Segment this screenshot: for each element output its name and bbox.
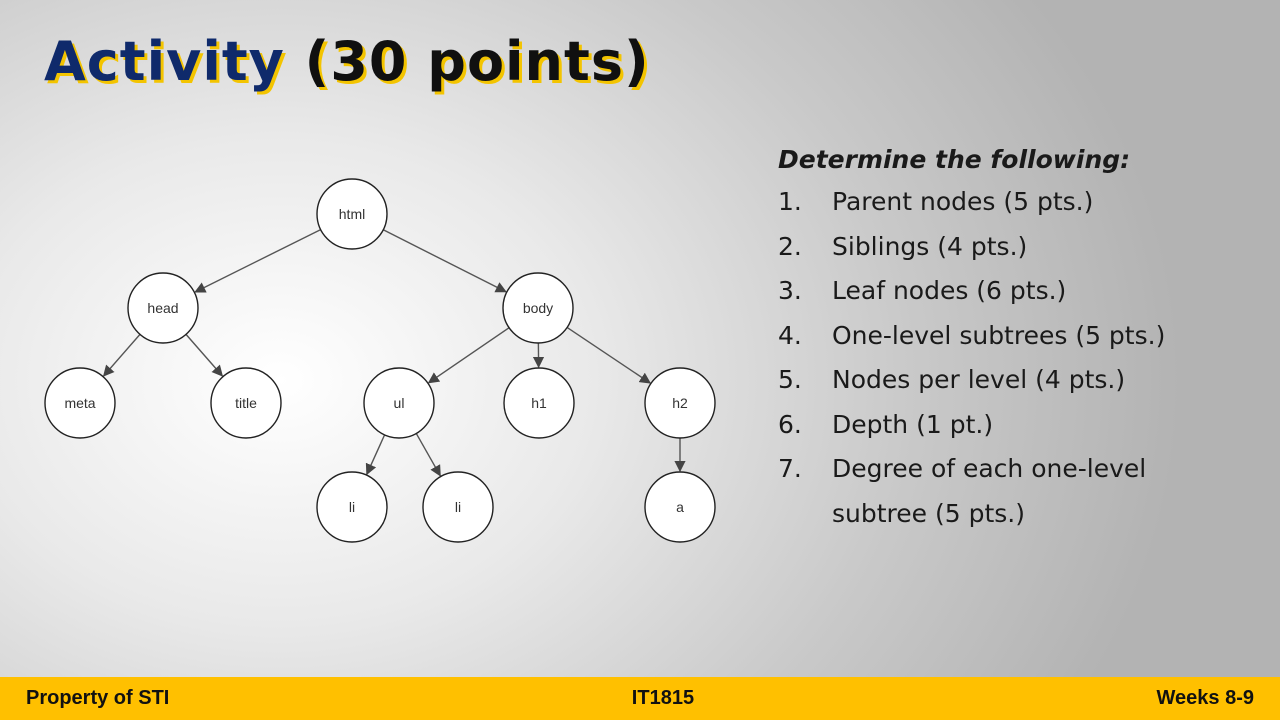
edges-layer bbox=[102, 228, 686, 477]
task-text: One-level subtrees (5 pts.) bbox=[832, 320, 1166, 350]
edge-body-h2 bbox=[566, 326, 652, 384]
tree-node-ul: ul bbox=[363, 367, 435, 439]
tree-node-body: body bbox=[502, 272, 574, 344]
footer-right: Weeks 8-9 bbox=[1156, 687, 1254, 709]
task-text: Siblings (4 pts.) bbox=[832, 231, 1028, 261]
edge-html-body bbox=[382, 229, 507, 293]
edge-head-title bbox=[185, 333, 224, 377]
task-item-6: 6. Depth (1 pt.) bbox=[778, 403, 1258, 448]
tree-node-li1: li bbox=[316, 471, 388, 543]
instructions-panel: Determine the following: 1. Parent nodes … bbox=[778, 145, 1258, 536]
edge-head-meta bbox=[102, 333, 141, 377]
node-label: a bbox=[676, 499, 684, 515]
task-number: 6. bbox=[778, 409, 802, 439]
node-circle bbox=[644, 471, 716, 543]
tree-diagram: html head body meta title ul h1 h2 li li a bbox=[40, 170, 730, 550]
tree-svg: html head body meta title ul h1 h2 li li a bbox=[44, 178, 716, 543]
node-label: h1 bbox=[531, 395, 547, 411]
tree-node-head: head bbox=[127, 272, 199, 344]
task-number: 4. bbox=[778, 320, 802, 350]
node-label: li bbox=[349, 499, 355, 515]
title-main: Activity bbox=[44, 30, 285, 93]
footer-center: IT1815 bbox=[631, 687, 695, 709]
edge-html-head bbox=[194, 228, 321, 293]
tree-node-h1: h1 bbox=[503, 367, 575, 439]
footer-bar: Property of STI IT1815 Weeks 8-9 bbox=[0, 677, 1280, 720]
node-circle bbox=[363, 367, 435, 439]
task-text: Parent nodes (5 pts.) bbox=[832, 187, 1094, 216]
task-text: Nodes per level (4 pts.) bbox=[832, 365, 1126, 394]
node-label: h2 bbox=[672, 395, 688, 411]
node-label: head bbox=[147, 300, 178, 316]
edge-ul-li1 bbox=[365, 434, 386, 476]
task-number: 2. bbox=[778, 231, 802, 261]
title-points: (30 points) bbox=[304, 30, 650, 93]
node-label: li bbox=[455, 499, 461, 515]
node-circle bbox=[502, 272, 574, 344]
node-circle bbox=[422, 471, 494, 543]
node-label: html bbox=[339, 206, 365, 222]
task-item-3: 3. Leaf nodes (6 pts.) bbox=[778, 269, 1258, 314]
node-circle bbox=[127, 272, 199, 344]
task-number: 7. bbox=[778, 454, 802, 483]
node-label: ul bbox=[394, 395, 405, 411]
node-circle bbox=[316, 471, 388, 543]
task-list: 1. Parent nodes (5 pts.) 2. Siblings (4 pt… bbox=[778, 180, 1258, 536]
node-label: title bbox=[235, 395, 257, 411]
task-item-4: 4. One-level subtrees (5 pts.) bbox=[778, 314, 1258, 359]
tree-node-h2: h2 bbox=[644, 367, 716, 439]
task-text: Degree of each one-level subtree (5 pts.… bbox=[832, 454, 1147, 528]
task-item-2: 2. Siblings (4 pts.) bbox=[778, 225, 1258, 270]
node-label: body bbox=[523, 300, 553, 316]
footer-left: Property of STI bbox=[26, 687, 170, 709]
node-circle bbox=[644, 367, 716, 439]
instructions-heading: Determine the following: bbox=[778, 145, 1131, 174]
edge-ul-li2 bbox=[415, 433, 441, 477]
node-label: meta bbox=[64, 395, 95, 411]
task-item-7: 7. Degree of each one-level subtree (5 pt… bbox=[778, 447, 1258, 536]
tree-node-html: html bbox=[316, 178, 388, 250]
tree-node-title: title bbox=[210, 367, 282, 439]
tree-node-li2: li bbox=[422, 471, 494, 543]
node-circle bbox=[503, 367, 575, 439]
tree-node-meta: meta bbox=[44, 367, 116, 439]
task-text: Leaf nodes (6 pts.) bbox=[832, 276, 1067, 305]
node-circle bbox=[44, 367, 116, 439]
task-item-1: 1. Parent nodes (5 pts.) bbox=[778, 180, 1258, 225]
task-number: 3. bbox=[778, 276, 802, 305]
node-circle bbox=[210, 367, 282, 439]
nodes-layer: html head body meta title ul h1 h2 li li a bbox=[44, 178, 716, 543]
slide-title: Activity (30 points) bbox=[44, 30, 650, 93]
tree-node-a: a bbox=[644, 471, 716, 543]
task-number: 1. bbox=[778, 187, 802, 216]
task-item-5: 5. Nodes per level (4 pts.) bbox=[778, 358, 1258, 403]
node-circle bbox=[316, 178, 388, 250]
task-number: 5. bbox=[778, 365, 802, 394]
edge-body-ul bbox=[427, 327, 510, 384]
task-text: Depth (1 pt.) bbox=[832, 409, 994, 439]
